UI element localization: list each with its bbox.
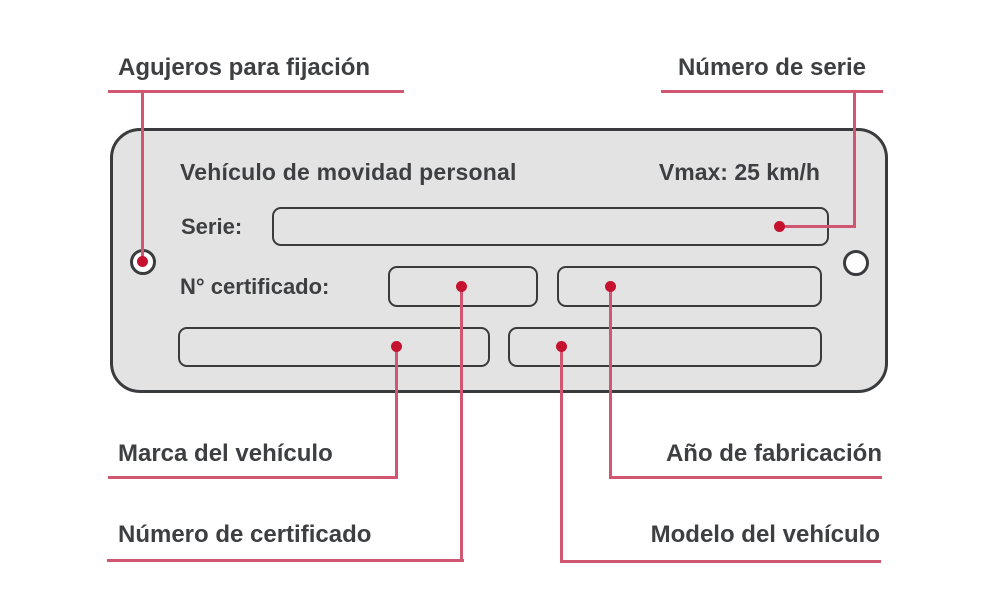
serial-underline: [661, 90, 883, 93]
holes-anchor-dot: [137, 256, 148, 267]
brand-annotation-label: Marca del vehículo: [118, 440, 333, 467]
year-anchor-dot: [605, 281, 616, 292]
holes-annotation-label: Agujeros para fijación: [118, 54, 371, 81]
brand-underline: [108, 476, 398, 479]
brand-anchor-dot: [391, 341, 402, 352]
serial-anchor-dot: [774, 221, 785, 232]
vmax-value: Vmax: 25 km/h: [658, 159, 820, 185]
cert-number-underline: [107, 559, 464, 562]
certificado-label: N° certificado:: [180, 274, 330, 299]
fabrication-year-field: [557, 266, 822, 307]
serie-label: Serie:: [181, 214, 243, 239]
model-annotation-label: Modelo del vehículo: [650, 521, 880, 548]
holes-leader-line: [141, 90, 144, 262]
brand-leader-line: [395, 347, 398, 479]
model-underline: [561, 560, 881, 563]
serial-number-field: [272, 207, 829, 246]
model-anchor-dot: [556, 341, 567, 352]
holes-underline: [108, 90, 404, 93]
vehicle-brand-field: [178, 327, 490, 367]
cert-number-anchor-dot: [456, 281, 467, 292]
year-leader-line: [609, 287, 612, 479]
model-leader-line: [560, 347, 563, 563]
year-annotation-label: Año de fabricación: [665, 440, 882, 467]
serial-leader-line-horizontal: [780, 225, 855, 228]
cert-number-leader-line: [460, 287, 463, 562]
plate-title: Vehículo de movidad personal: [180, 159, 517, 185]
mounting-hole-right-icon: [843, 250, 869, 276]
year-underline: [610, 476, 882, 479]
serial-leader-line-vertical: [853, 90, 856, 228]
cert-number-annotation-label: Número de certificado: [118, 521, 372, 548]
serial-annotation-label: Número de serie: [677, 54, 867, 81]
